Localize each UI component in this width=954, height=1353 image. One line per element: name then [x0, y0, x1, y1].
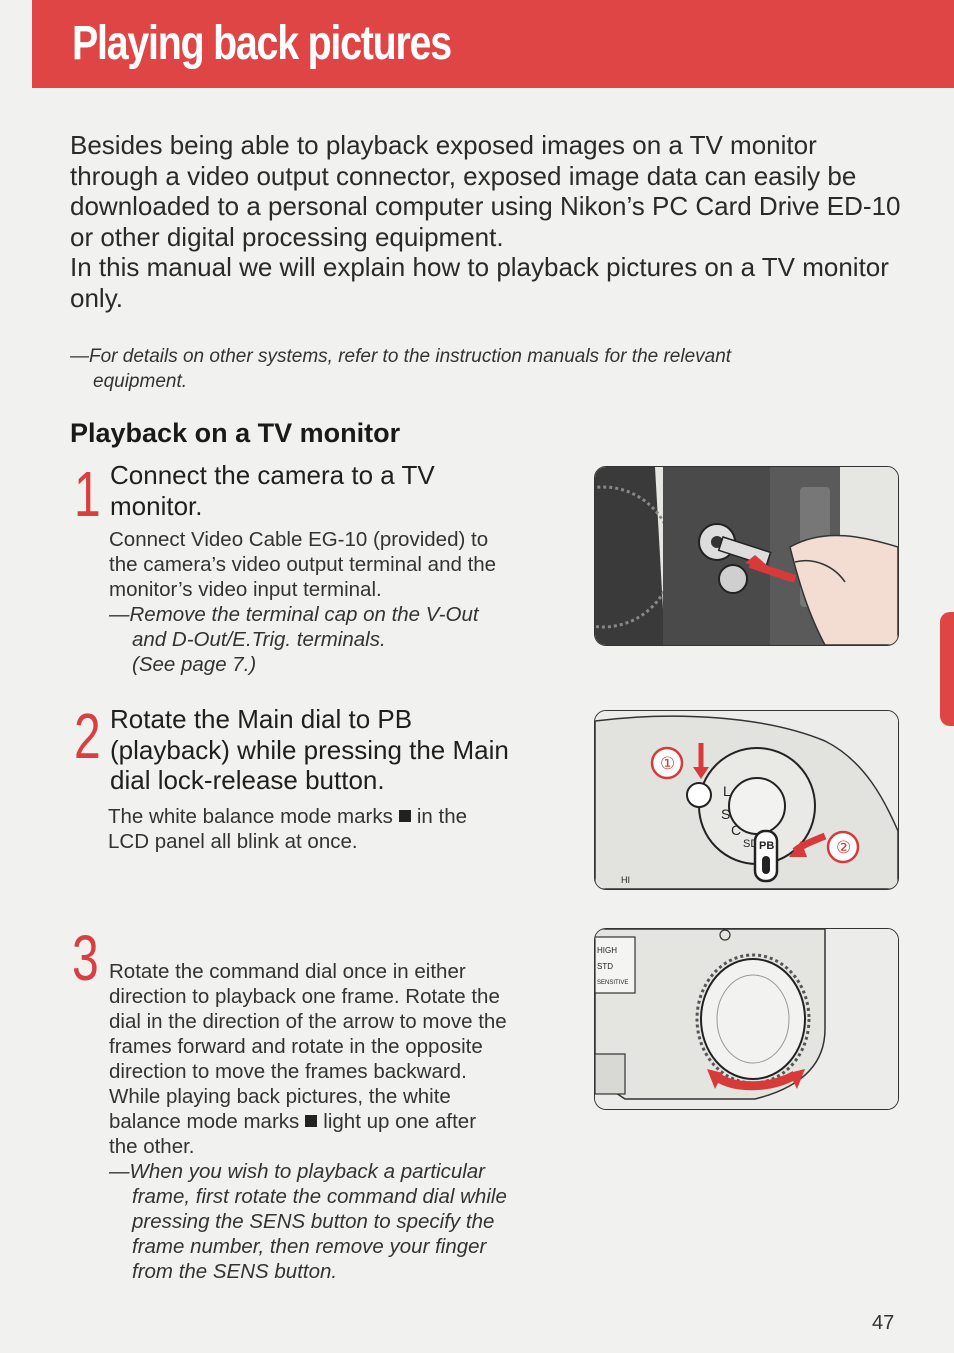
figure-std-label: STD: [597, 962, 613, 971]
command-dial-illustration: HIGH STD SENSITIVE: [595, 929, 898, 1109]
intro-paragraph-2: In this manual we will explain how to pl…: [70, 252, 889, 313]
step-3-body-line-3: dial in the direction of the arrow to mo…: [109, 1010, 507, 1033]
step-3-body: Rotate the command dial once in either d…: [109, 959, 579, 1284]
step-label-1: ①: [660, 754, 675, 773]
step-1-number: 1: [74, 458, 101, 530]
step-3-body-line-4: frames forward and rotate in the opposit…: [109, 1035, 483, 1058]
step-label-2: ②: [836, 838, 851, 857]
step-2-heading-line-2: (playback) while pressing the Main: [110, 734, 509, 765]
intro-note-line-2: equipment.: [93, 371, 188, 392]
step-1-body-line-2: the camera’s video output terminal and t…: [109, 553, 497, 576]
step-2-heading: Rotate the Main dial to PB (playback) wh…: [110, 704, 580, 796]
step-2-body-line-1b: in the: [416, 805, 468, 828]
page-title: Playing back pictures: [72, 17, 452, 70]
dial-mark-c: C: [731, 822, 741, 838]
step-1-body-line-1: Connect Video Cable EG-10 (provided) to: [109, 528, 489, 551]
figure-command-dial: HIGH STD SENSITIVE: [594, 928, 899, 1110]
step-3-body-line-5: direction to move the frames backward.: [109, 1060, 467, 1083]
step-3-body-line-7: balance mode marks light up one after: [109, 1109, 579, 1134]
step-3-note-line-2: frame, first rotate the command dial whi…: [132, 1185, 507, 1208]
dial-mark-pb: PB: [759, 840, 774, 852]
page-number: 47: [872, 1312, 895, 1334]
step-1-note-line-1: —Remove the terminal cap on the V-Out: [109, 603, 479, 626]
white-balance-mark-icon: [398, 810, 411, 822]
main-dial-illustration: L S C SD PB ① ② HI: [595, 711, 898, 889]
step-3-body-line-7a: balance mode marks: [109, 1110, 300, 1133]
step-2-heading-line-1: Rotate the Main dial to PB: [110, 704, 413, 734]
white-balance-mark-icon: [305, 1115, 318, 1127]
step-3-note-line-4: frame number, then remove your finger: [132, 1235, 487, 1258]
section-title: Playback on a TV monitor: [70, 418, 401, 448]
step-1-body: Connect Video Cable EG-10 (provided) to …: [109, 527, 579, 677]
step-3-body-line-8: the other.: [109, 1135, 195, 1158]
intro-note-line-1: —For details on other systems, refer to …: [70, 346, 732, 367]
dial-mark-l: L: [723, 783, 731, 799]
intro-note: —For details on other systems, refer to …: [70, 344, 910, 394]
step-2-body: The white balance mode marks in the LCD p…: [108, 804, 578, 854]
step-3-body-line-6: While playing back pictures, the white: [109, 1085, 451, 1108]
intro-text: Besides being able to playback exposed i…: [70, 130, 910, 313]
step-2-body-line-1: The white balance mode marks in the: [108, 804, 578, 829]
figure-high-label: HIGH: [597, 946, 617, 955]
step-3-body-line-2: direction to playback one frame. Rotate …: [109, 985, 500, 1008]
step-2-body-line-1a: The white balance mode marks: [108, 805, 393, 828]
figure-main-dial: L S C SD PB ① ② HI: [594, 710, 899, 890]
header-bar: [32, 0, 954, 88]
step-3-body-line-7b: light up one after: [323, 1110, 477, 1133]
step-2-heading-line-3: dial lock-release button.: [110, 765, 385, 795]
section-tab: [940, 612, 954, 726]
step-3-note-line-3: pressing the SENS button to specify the: [132, 1210, 495, 1233]
figure-video-cable: [594, 466, 899, 646]
step-3-note-line-1: —When you wish to playback a particular: [109, 1160, 486, 1183]
step-1-note-line-3: (See page 7.): [132, 653, 257, 676]
step-3-number: 3: [72, 922, 99, 994]
step-1-heading: Connect the camera to a TV monitor.: [110, 460, 580, 521]
camera-connector-illustration: [595, 467, 898, 645]
step-1-body-line-3: monitor’s video input terminal.: [109, 578, 382, 601]
dial-mark-s: S: [721, 806, 730, 822]
figure-sensitive-label: SENSITIVE: [597, 980, 628, 986]
step-3-body-line-1: Rotate the command dial once in either: [109, 960, 466, 983]
step-2-body-line-2: LCD panel all blink at once.: [108, 830, 358, 853]
step-1-heading-line-2: monitor.: [110, 490, 203, 521]
intro-paragraph-1: Besides being able to playback exposed i…: [70, 130, 901, 252]
step-1-heading-line-1: Connect the camera to a TV: [110, 460, 435, 490]
step-3-note-line-5: from the SENS button.: [132, 1260, 338, 1283]
step-1-note-line-2: and D-Out/E.Trig. terminals.: [132, 628, 386, 651]
figure-hi-label: HI: [621, 875, 630, 885]
step-2-number: 2: [74, 700, 101, 772]
